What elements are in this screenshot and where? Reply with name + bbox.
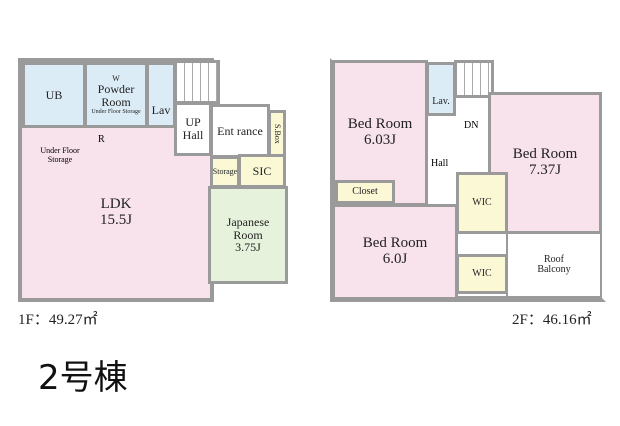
lav-label: Lav [151,103,171,118]
bed1-size: 6.03J [363,132,397,148]
room-ldk: LDK 15.5J [22,128,210,298]
room-entrance: Ent rance [210,104,270,158]
bed3-size: 6.0J [382,251,408,267]
bed3-label: Bed Room [362,235,428,252]
hall-label: Hall [182,128,204,142]
ldk-size: 15.5J [99,212,133,228]
hall2-label: Hall [431,158,449,169]
wic-2: WIC [456,254,508,294]
ldk-label: LDK [100,196,132,213]
washer-label: W [112,74,120,84]
room-japanese: Japanese Room 3.75J [208,186,288,284]
lav2-label: Lav. [432,95,450,107]
room-storage: Storage [210,156,240,188]
stairs-2f [454,60,494,98]
sic-label: SIC [252,163,272,178]
japanese-label: Japanese Room [226,215,270,242]
bed1-label: Bed Room [347,116,413,133]
floor2-area: 2F：46.16㎡ [512,312,592,328]
closet-label: Closet [352,185,378,197]
ub-label: UB [45,87,63,102]
sbox-label: S.Box [273,124,283,144]
dn-label: DN [464,120,479,131]
room-sic: SIC [238,154,286,188]
balcony-label: Roof Balcony [537,253,571,275]
sbox: S.Box [268,110,286,158]
building-label: 2号棟 [38,358,128,398]
bed2-size: 7.37J [528,162,562,178]
entrance-label: Ent rance [217,123,263,138]
wic-1: WIC [456,172,508,234]
up-label: UP [185,115,201,130]
floor1-area: 1F：49.27㎡ [18,312,98,328]
roof-balcony: Roof Balcony [506,232,602,298]
japanese-size: 3.75J [235,240,261,255]
bed2-label: Bed Room [512,146,578,163]
underfloor-label: Under Floor Storage [40,146,80,164]
room-bed-60: Bed Room 6.0J [332,204,458,300]
r-label: R [98,134,105,145]
room-lav-1f: Lav [146,62,176,128]
room-ub: UB [22,62,86,128]
wic2-label: WIC [472,267,492,279]
storage-label: Storage [212,166,238,176]
underfloor-small-label: Under Floor Storage [91,108,141,115]
powder-label: Powder Room [97,82,135,110]
wic1-label: WIC [472,196,492,208]
stairs-1f [174,60,220,104]
room-lav-2f: Lav. [426,62,456,116]
closet: Closet [335,180,395,204]
